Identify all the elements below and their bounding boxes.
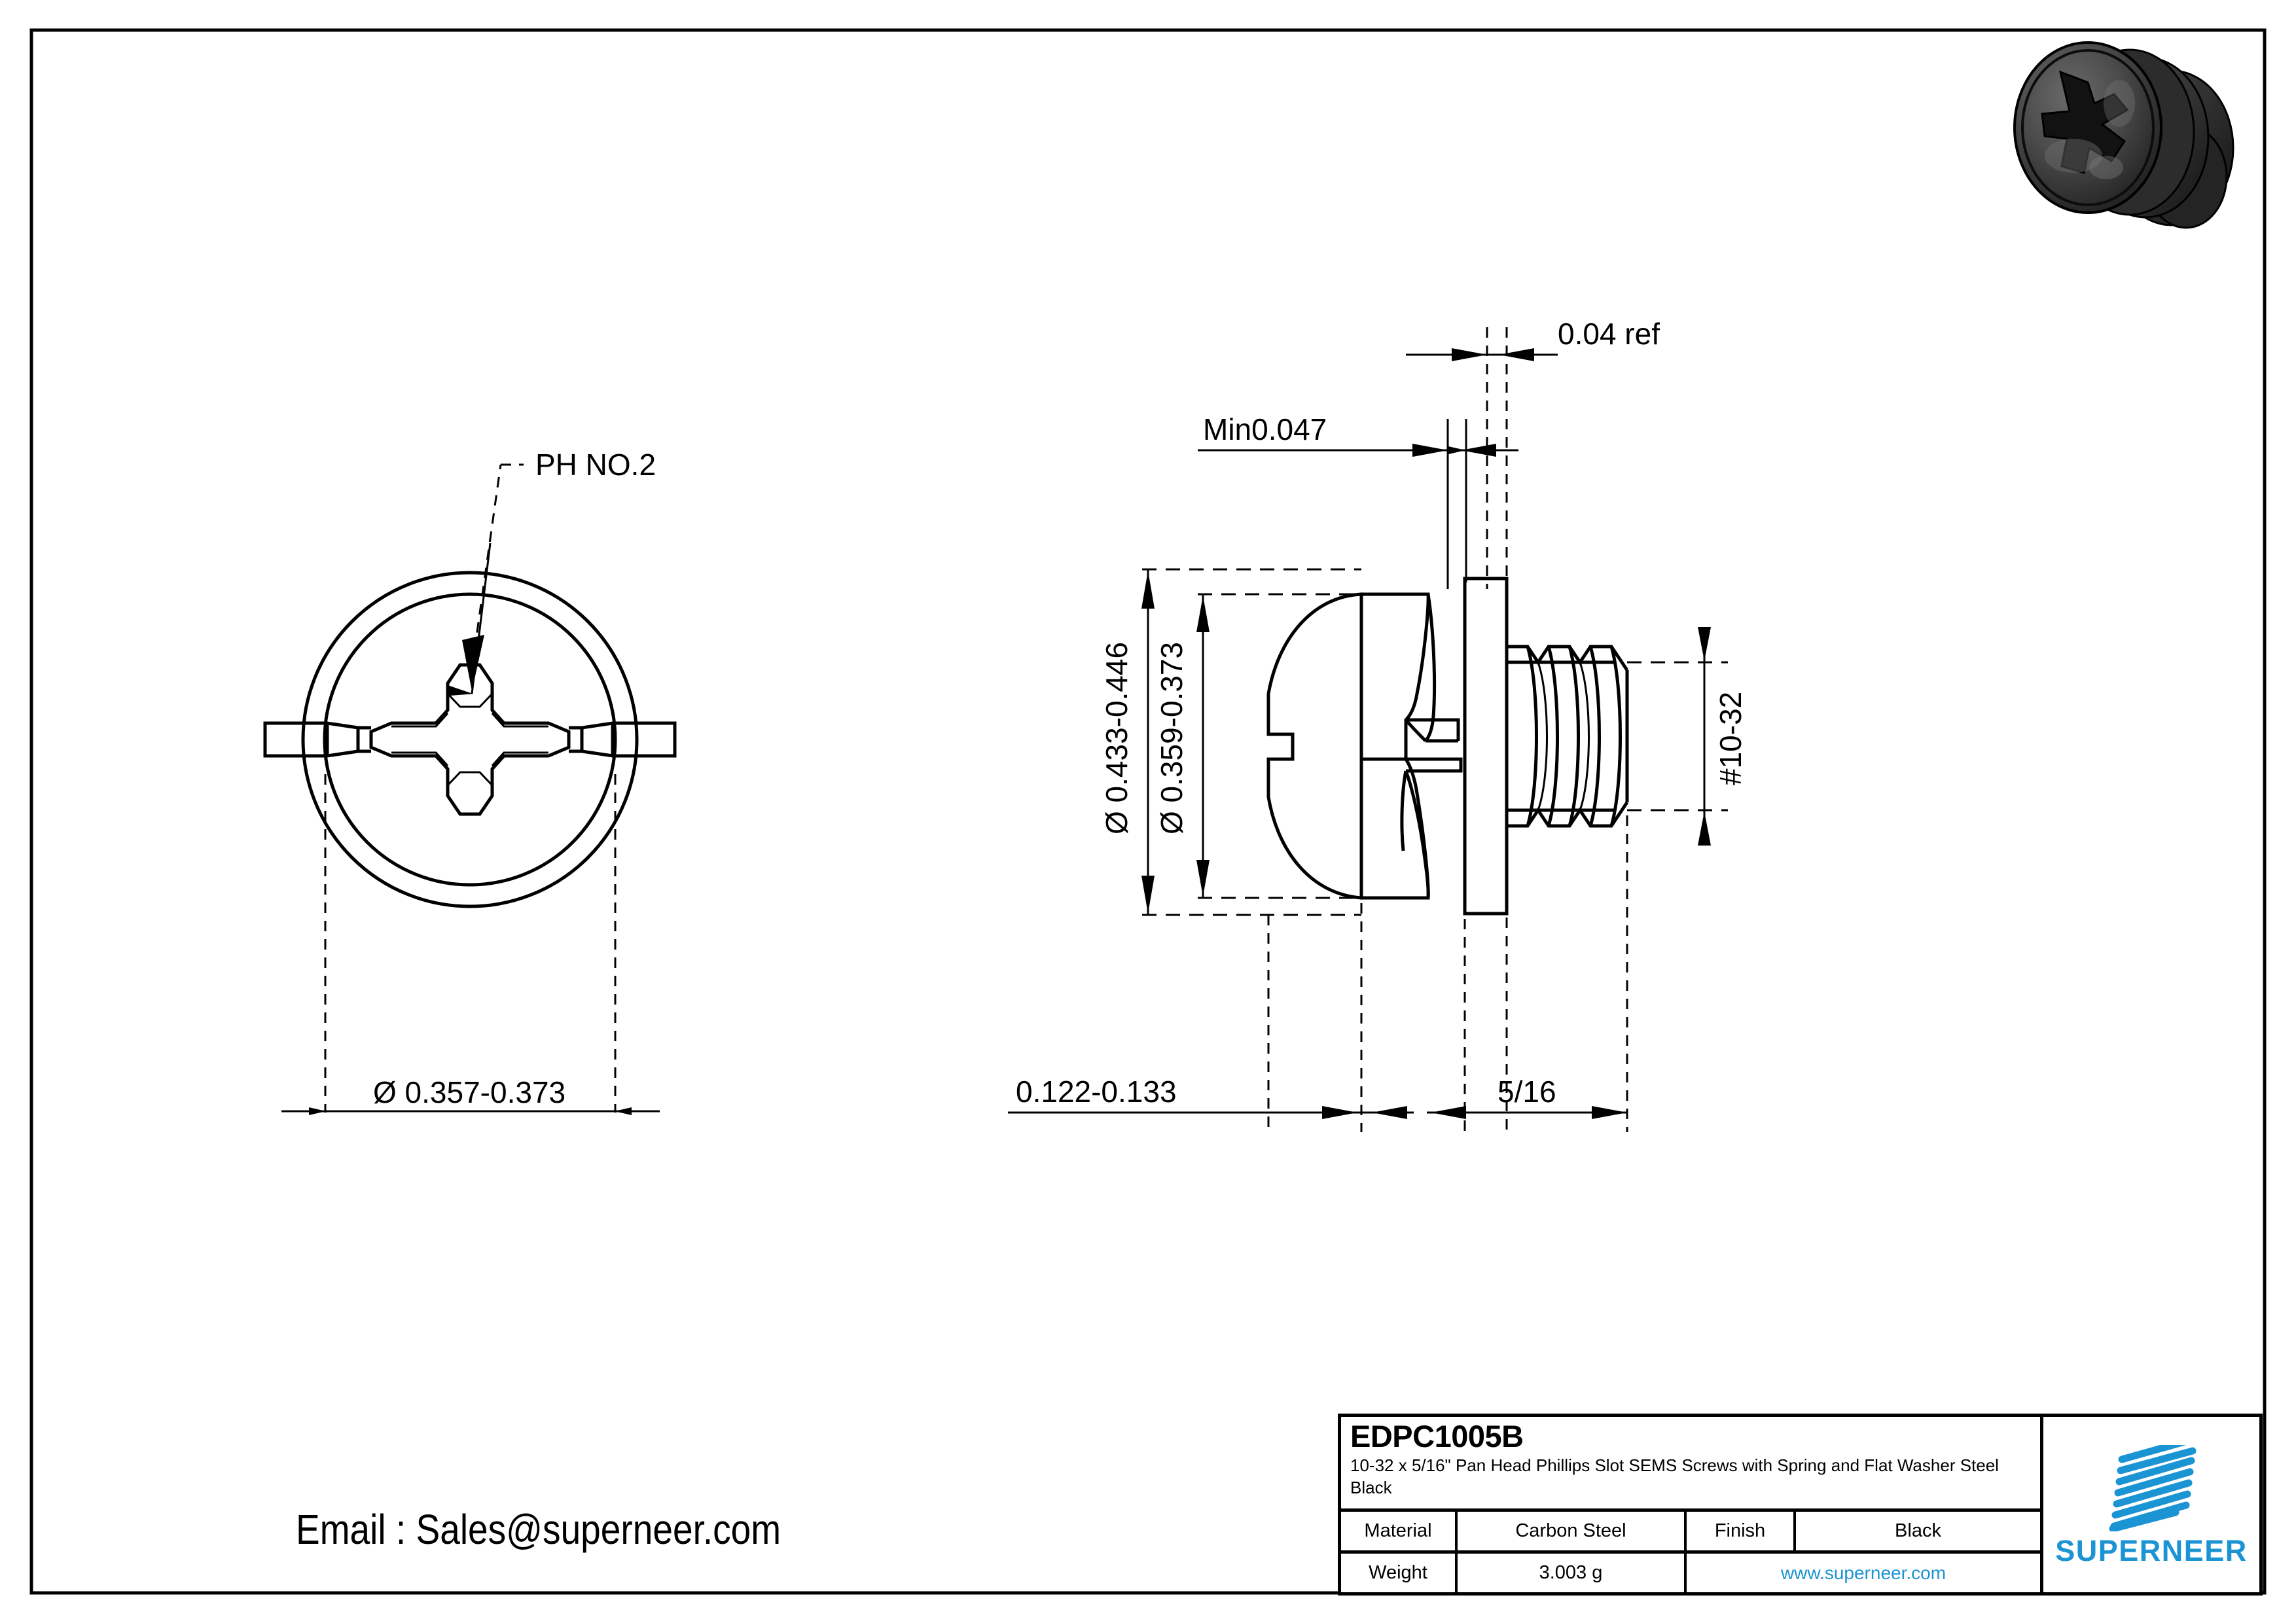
render-phillips-recess xyxy=(2041,70,2129,174)
title-block-brand-area: SUPERNEER xyxy=(2043,1417,2259,1592)
thread-callout-label: #10-32 xyxy=(1713,692,1748,785)
length-dimension-chain xyxy=(1008,812,1628,1132)
head-top-view: Ø 0.357-0.373 PH NO.2 xyxy=(263,448,677,1115)
weight-value: 3.003 g xyxy=(1458,1554,1687,1592)
head-outer-circle xyxy=(301,571,639,908)
weight-label: Weight xyxy=(1341,1554,1458,1592)
ph-leader xyxy=(446,463,524,696)
washer-thickness-label: 0.04 ref xyxy=(1558,317,1660,351)
flat-washer-rect xyxy=(1463,577,1509,916)
title-block-left: EDPC1005B 10-32 x 5/16" Pan Head Phillip… xyxy=(1341,1417,2043,1592)
finish-value: Black xyxy=(1895,1520,1941,1541)
min-thickness-dimension xyxy=(1198,419,1518,589)
head-inner-circle xyxy=(323,592,617,887)
head-thickness-label: 0.122-0.133 xyxy=(1016,1075,1177,1109)
part-description: 10-32 x 5/16" Pan Head Phillips Slot SEM… xyxy=(1350,1455,1999,1497)
thread-callout-dimension xyxy=(1627,627,1728,846)
washer-od-label: Ø 0.359-0.373 xyxy=(1155,642,1189,834)
sheet-border xyxy=(29,28,2267,1595)
thread-length-label: 5/16 xyxy=(1498,1075,1556,1109)
superneer-wordmark: SUPERNEER xyxy=(2055,1534,2248,1567)
washer-thickness-dimension xyxy=(1406,327,1558,628)
ph-no-label: PH NO.2 xyxy=(535,448,656,482)
title-block: EDPC1005B 10-32 x 5/16" Pan Head Phillip… xyxy=(1338,1414,2263,1596)
screw-side-view: Ø 0.433-0.446 Ø 0.359-0.373 Min0.047 xyxy=(1008,317,1748,1132)
website-link[interactable]: www.superneer.com xyxy=(1780,1562,1946,1583)
spring-lock-washer xyxy=(1359,592,1463,900)
head-od-label: Ø 0.433-0.446 xyxy=(1100,642,1134,834)
phillips-cross-recess xyxy=(263,663,677,816)
pan-head-profile xyxy=(1266,592,1363,900)
title-block-row-weight: Weight 3.003 g www.superneer.com xyxy=(1341,1554,2040,1592)
min-thickness-label: Min0.047 xyxy=(1203,412,1327,446)
head-diameter-label: Ø 0.357-0.373 xyxy=(373,1075,565,1109)
title-block-description-area: EDPC1005B 10-32 x 5/16" Pan Head Phillip… xyxy=(1341,1417,2040,1512)
washer-od-dimension xyxy=(1196,593,1361,899)
material-label: Material xyxy=(1341,1512,1458,1550)
product-3d-render xyxy=(2013,41,2234,229)
head-od-dimension xyxy=(1141,568,1361,916)
superneer-logo-icon xyxy=(2109,1445,2197,1531)
finish-label: Finish xyxy=(1687,1512,1796,1550)
title-block-row-material: Material Carbon Steel Finish Black xyxy=(1341,1512,2040,1554)
email-contact-line: Email : Sales@superneer.com xyxy=(296,1506,781,1553)
material-value: Carbon Steel xyxy=(1458,1512,1687,1550)
part-number: EDPC1005B xyxy=(1350,1419,1524,1454)
